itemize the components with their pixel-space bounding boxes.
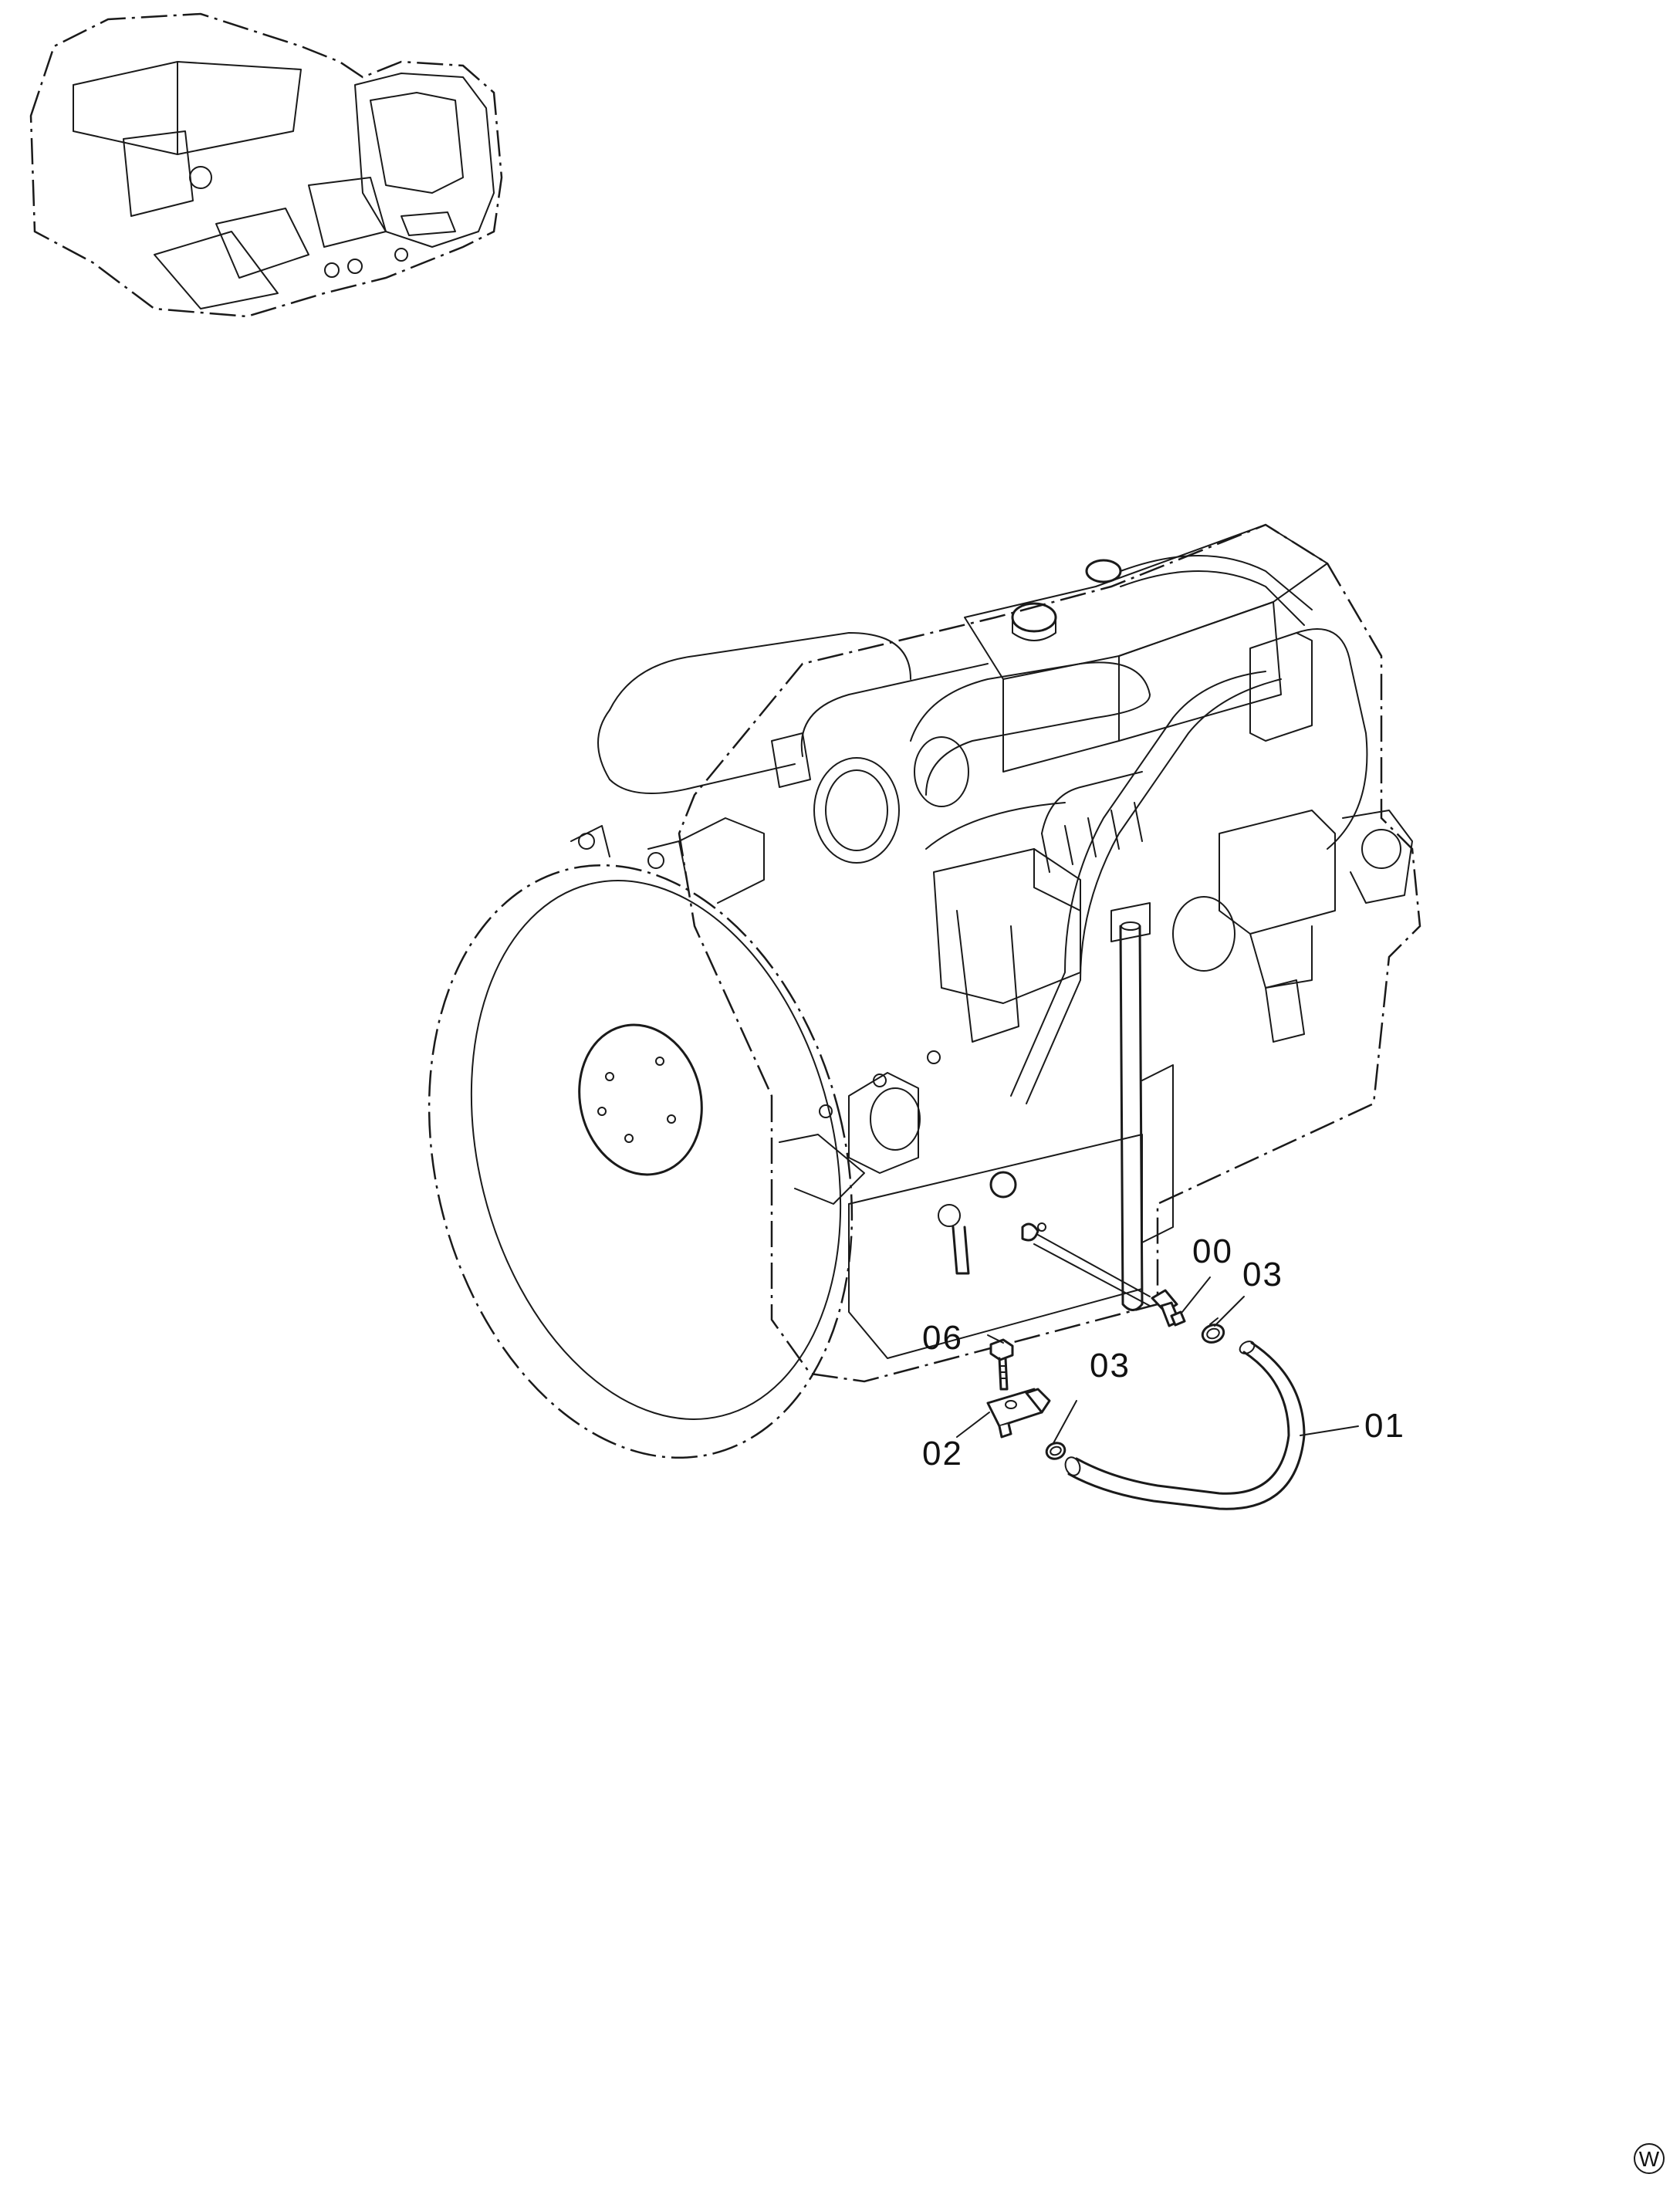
part-03-hose-clamp-lower xyxy=(1045,1442,1066,1460)
dipstick-tube xyxy=(1119,925,1144,1311)
part-03-hose-clamp-upper xyxy=(1201,1317,1225,1344)
leader-lines xyxy=(956,1276,1359,1444)
machine-overview-thumbnail xyxy=(29,12,503,318)
flywheel-hub xyxy=(578,1023,703,1176)
part-01-hose xyxy=(1075,1351,1290,1495)
callout-03-lower: 03 xyxy=(1090,1347,1131,1385)
drain-hose-kit xyxy=(986,1289,1306,1510)
corner-mark-letter: W xyxy=(1639,2147,1660,2171)
callout-01: 01 xyxy=(1364,1407,1405,1445)
part-02-bracket xyxy=(986,1388,1051,1439)
part-00-elbow-fitting xyxy=(1151,1289,1186,1327)
flywheel-housing xyxy=(428,864,854,1459)
corner-mark: W xyxy=(1634,2143,1665,2174)
engine-block-outline xyxy=(678,523,1421,1383)
callout-06: 06 xyxy=(922,1319,963,1357)
part-06-bolt xyxy=(989,1338,1014,1391)
callout-02: 02 xyxy=(922,1435,963,1473)
corner-mark-circle xyxy=(1634,2143,1665,2174)
engine-assembly xyxy=(428,523,1421,1459)
callout-labels: 00 03 06 03 02 01 xyxy=(922,1232,1405,1473)
callout-03-upper: 03 xyxy=(1242,1256,1283,1293)
callout-00: 00 xyxy=(1192,1232,1233,1270)
